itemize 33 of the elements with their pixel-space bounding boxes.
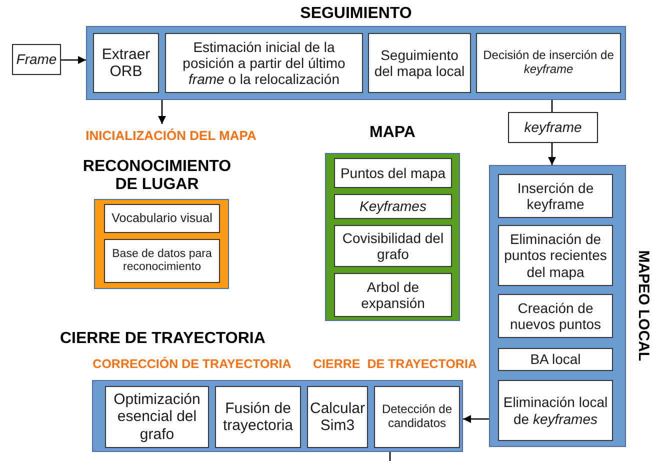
process-box: Extraer ORB (93, 33, 159, 93)
process-box: Optimización esencial del grafo (105, 386, 209, 448)
section-label: CIERRE DE TRAYECTORIA (312, 356, 478, 373)
section-heading: SEGUIMIENTO (299, 4, 413, 24)
process-box: Arbol de expansión (334, 273, 452, 317)
arrow (548, 143, 556, 165)
process-box: Estimación inicial de la posición a partir del último frame o la relocalización (165, 33, 363, 93)
section-heading: RECONOCIMIENTO DE LUGAR (82, 156, 232, 195)
process-box: Detección de candidatos (374, 386, 460, 448)
section-heading: MAPEO LOCAL (634, 250, 654, 364)
arrow (61, 56, 86, 64)
process-box: Calcular Sim3 (307, 386, 368, 448)
process-box: Puntos del mapa (334, 158, 452, 188)
arrow (158, 100, 166, 124)
process-box: Inserción de keyframe (498, 174, 613, 218)
section-heading: CIERRE DE TRAYECTORIA (60, 328, 266, 349)
process-box: Covisibilidad del grafo (334, 225, 452, 267)
process-box: Keyframes (334, 194, 452, 219)
process-box: Base de datos para reconocimiento (104, 239, 220, 283)
input-box: Frame (12, 44, 61, 75)
process-box: Fusión de trayectoria (215, 386, 301, 448)
section-heading: MAPA (368, 122, 416, 143)
process-box: Eliminación de puntos recientes del mapa (498, 225, 613, 286)
process-box: Eliminación local de keyframes (498, 380, 613, 441)
process-box: Seguimiento del mapa local (368, 33, 471, 93)
process-box: Decisión de inserción de keyframe (476, 33, 621, 93)
input-box: keyframe (508, 112, 598, 143)
arrow (463, 415, 489, 423)
process-box: BA local (498, 348, 613, 371)
section-label: INICIALIZACIÓN DEL MAPA (60, 124, 282, 146)
section-label: CORRECCIÓN DE TRAYECTORIA (92, 356, 292, 373)
process-box: Vocabulario visual (104, 204, 220, 233)
process-box: Creación de nuevos puntos (498, 294, 613, 338)
